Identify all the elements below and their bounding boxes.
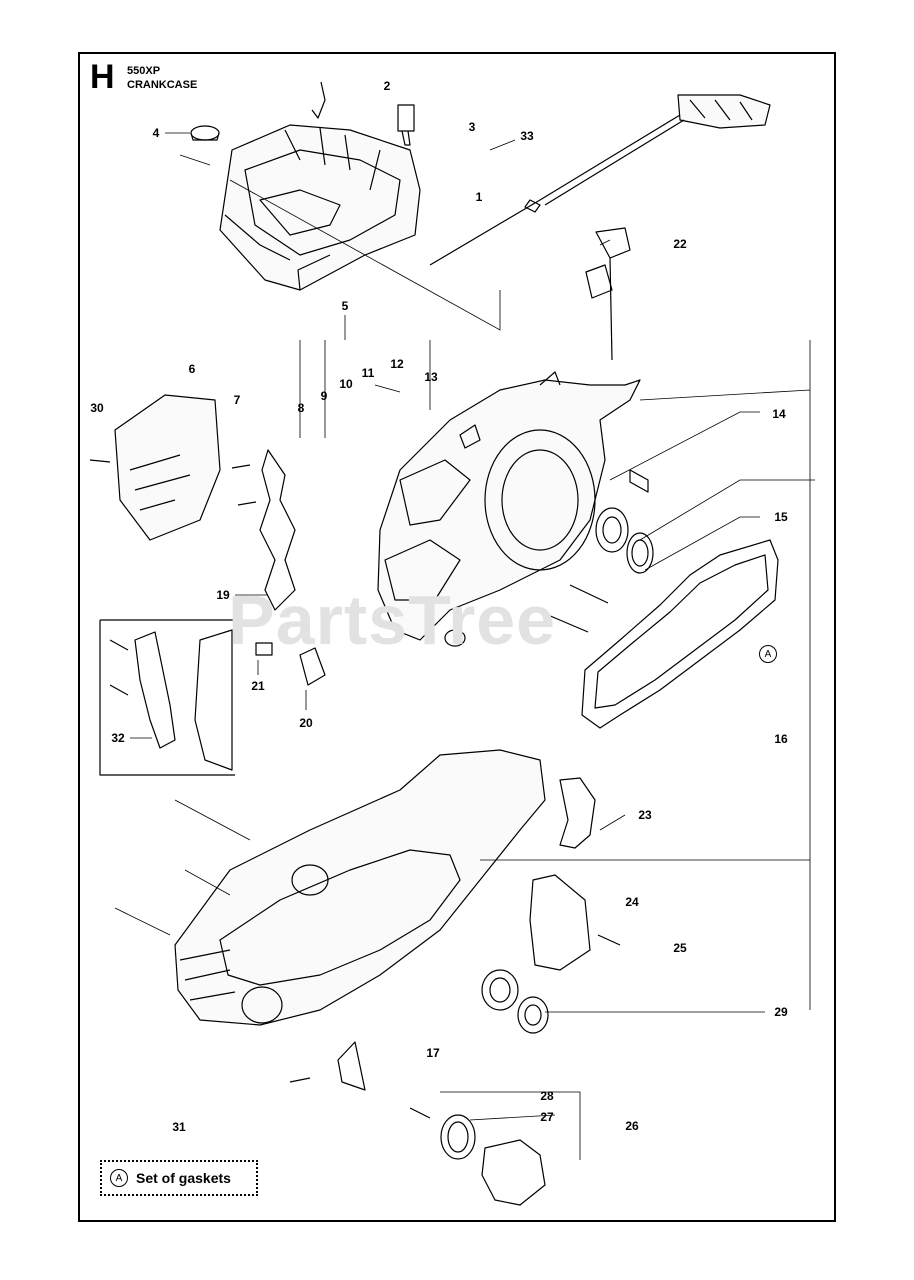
callout-17[interactable]: 17 [426,1046,440,1060]
callout-3[interactable]: 3 [468,120,476,134]
model-number: 550XP [127,65,161,77]
inset-32-drawing [99,619,235,776]
callout-19[interactable]: 19 [216,588,230,602]
callout-22[interactable]: 22 [673,237,687,251]
callout-20[interactable]: 20 [299,716,313,730]
callout-16[interactable]: 16 [774,732,788,746]
callout-8[interactable]: 8 [297,401,305,415]
cover-30-drawing [89,394,221,541]
callout-10[interactable]: 10 [339,377,353,391]
callout-4[interactable]: 4 [152,126,160,140]
bearings-drawing [595,469,654,574]
callout-2[interactable]: 2 [383,79,391,93]
callout-27[interactable]: 27 [540,1110,554,1124]
callout-32[interactable]: 32 [111,731,125,745]
callout-1[interactable]: 1 [475,190,483,204]
callout-21[interactable]: 21 [251,679,265,693]
callout-28[interactable]: 28 [540,1089,554,1103]
callout-5[interactable]: 5 [341,299,349,313]
gasket-set-legend: A Set of gaskets [100,1160,258,1196]
screws-upper-drawing [231,449,609,686]
parts-26-27-28-drawing [289,1041,546,1206]
lower-crankcase-drawing [174,749,546,1026]
callout-23[interactable]: 23 [638,808,652,822]
gasket-marker: A [759,645,777,663]
main-crankcase-drawing [377,371,641,641]
callout-11[interactable]: 11 [361,366,375,380]
watermark: PartsTree [228,581,557,659]
callout-6[interactable]: 6 [188,362,196,376]
upper-crankcase-drawing [190,81,421,291]
diagram-frame [78,52,836,1222]
callout-9[interactable]: 9 [320,389,328,403]
callout-13[interactable]: 13 [424,370,438,384]
leader-lines [114,132,815,1160]
callout-7[interactable]: 7 [233,393,241,407]
legend-marker: A [110,1169,128,1187]
bearings-29-drawing [481,969,549,1034]
callout-33[interactable]: 33 [520,129,534,143]
diagram-title: CRANKCASE [127,79,198,91]
parts-23-24-25-drawing [529,777,621,971]
section-letter: H [90,58,115,96]
throttle-cable-drawing [429,94,771,266]
callout-31[interactable]: 31 [172,1120,186,1134]
legend-text: Set of gaskets [136,1170,231,1186]
callout-24[interactable]: 24 [625,895,639,909]
callout-30[interactable]: 30 [90,401,104,415]
callout-15[interactable]: 15 [774,510,788,524]
callout-14[interactable]: 14 [772,407,786,421]
bracket-22-drawing [585,227,631,361]
callout-26[interactable]: 26 [625,1119,639,1133]
gasket-16-drawing [581,539,779,729]
callout-29[interactable]: 29 [774,1005,788,1019]
callout-25[interactable]: 25 [673,941,687,955]
callout-12[interactable]: 12 [390,357,404,371]
